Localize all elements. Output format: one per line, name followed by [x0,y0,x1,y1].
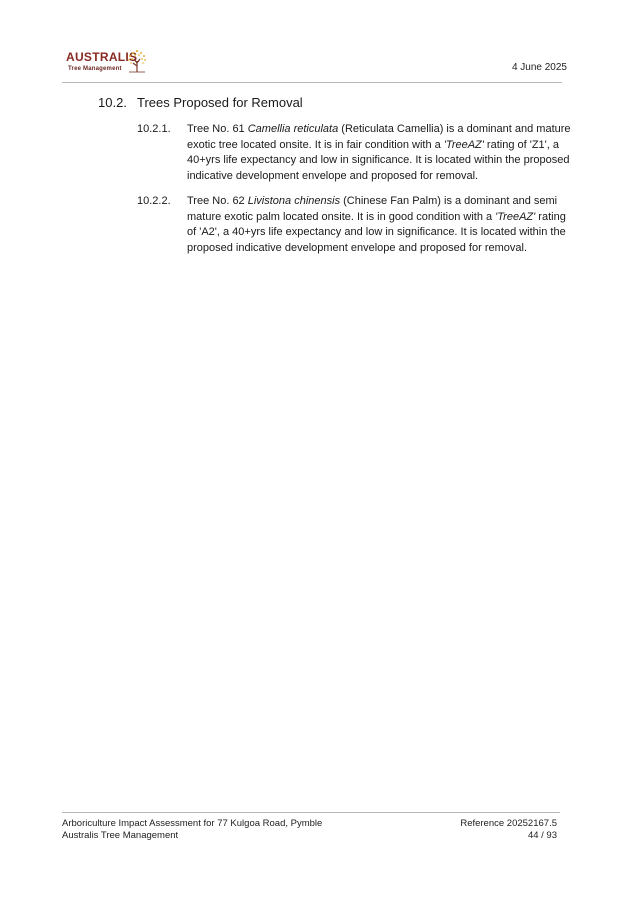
rating-term: 'TreeAZ' [495,210,536,223]
footer-document-title: Arboriculture Impact Assessment for 77 K… [62,818,323,829]
list-item: 10.2.1. Tree No. 61 Camellia reticulata … [137,122,577,184]
species-name: Camellia reticulata [247,123,339,135]
item-text: Tree No. 62 Livistona chinensis (Chinese… [187,195,566,254]
rating-term: 'TreeAZ' [443,138,484,151]
list-item: 10.2.2. Tree No. 62 Livistona chinensis … [137,194,577,256]
logo-wordmark: AUSTRALIS [66,50,138,64]
species-name: Livistona chinensis [247,195,341,207]
section-heading: 10.2. Trees Proposed for Removal [98,95,303,110]
footer-reference: Reference 20252167.5 [460,818,557,829]
company-logo: AUSTRALIS Tree Management [66,49,156,76]
item-number: 10.2.2. [137,195,171,207]
footer-divider [62,812,560,813]
tree-icon [128,49,146,73]
item-number: 10.2.1. [137,123,171,135]
header-divider [62,82,562,83]
footer-right: Reference 20252167.5 44 / 93 [460,818,557,842]
header-date: 4 June 2025 [511,62,567,73]
footer-left: Arboriculture Impact Assessment for 77 K… [62,818,322,842]
item-text: Tree No. 61 Camellia reticulata (Reticul… [187,123,571,182]
section-title: Trees Proposed for Removal [137,95,303,110]
page-number: 44 / 93 [527,830,557,841]
footer-company: Australis Tree Management [62,830,179,841]
logo-tagline: Tree Management [68,66,122,72]
section-number: 10.2. [98,95,127,110]
